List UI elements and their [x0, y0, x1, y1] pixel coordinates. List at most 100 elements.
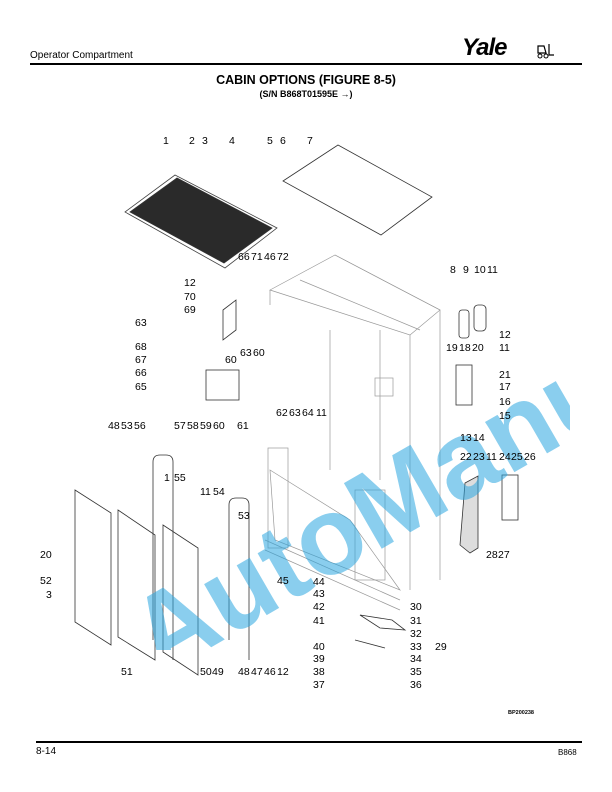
callout-c4: 4 — [229, 135, 235, 147]
callout-c53b: 53 — [238, 510, 250, 522]
callout-c38: 38 — [313, 666, 325, 678]
callout-c68: 68 — [135, 341, 147, 353]
callout-c19: 19 — [446, 342, 458, 354]
callout-c51: 51 — [121, 666, 133, 678]
callout-c42: 42 — [313, 601, 325, 613]
callout-c12c: 12 — [277, 666, 289, 678]
fan-housing-part — [205, 369, 240, 401]
callout-c46a: 46 — [264, 251, 276, 263]
callout-c20a: 20 — [472, 342, 484, 354]
callout-c41: 41 — [313, 615, 325, 627]
callout-c1b: 1 — [164, 472, 170, 484]
door-panel-middle — [117, 509, 156, 661]
callout-c9: 9 — [463, 264, 469, 276]
callout-c60a: 60 — [253, 347, 265, 359]
door-frame-left — [152, 454, 174, 660]
callout-c35: 35 — [410, 666, 422, 678]
callout-c52: 52 — [40, 575, 52, 587]
callout-c65: 65 — [135, 381, 147, 393]
callout-c2: 2 — [189, 135, 195, 147]
drawing-id: BP200238 — [508, 710, 534, 716]
callout-c36: 36 — [410, 679, 422, 691]
wiper-assembly-part — [359, 614, 407, 631]
callout-c1: 1 — [163, 135, 169, 147]
callout-c14: 14 — [473, 432, 485, 444]
callout-c66a: 66 — [238, 251, 250, 263]
callout-c63c: 63 — [289, 407, 301, 419]
callout-c28: 28 — [486, 549, 498, 561]
callout-c60c: 60 — [213, 420, 225, 432]
light-lens-part — [222, 299, 237, 341]
callout-c63b: 63 — [240, 347, 252, 359]
cab-frame-part — [264, 254, 441, 611]
callout-c23: 23 — [473, 451, 485, 463]
callout-c44: 44 — [313, 576, 325, 588]
callout-c66b: 66 — [135, 367, 147, 379]
callout-c11e: 11 — [200, 486, 211, 498]
callout-c11d: 11 — [486, 451, 497, 463]
callout-c43: 43 — [313, 588, 325, 600]
callout-c21: 21 — [499, 369, 511, 381]
callout-c39: 39 — [313, 653, 325, 665]
callout-c16: 16 — [499, 396, 511, 408]
section-title: Operator Compartment — [30, 50, 133, 61]
callout-c27: 27 — [498, 549, 510, 561]
callout-c40: 40 — [313, 641, 325, 653]
seal-part — [458, 309, 470, 339]
door-panel-right — [162, 524, 199, 676]
page-number: 8-14 — [36, 746, 57, 757]
callout-c48b: 48 — [238, 666, 250, 678]
callout-c18: 18 — [459, 342, 471, 354]
callout-c63a: 63 — [135, 317, 147, 329]
callout-c8: 8 — [450, 264, 456, 276]
callout-c30: 30 — [410, 601, 422, 613]
callout-c7: 7 — [307, 135, 313, 147]
callout-c59: 59 — [200, 420, 212, 432]
callout-c32: 32 — [410, 628, 422, 640]
callout-c3b: 3 — [46, 589, 52, 601]
callout-c64: 64 — [302, 407, 314, 419]
callout-c48a: 48 — [108, 420, 120, 432]
callout-c11b: 11 — [487, 264, 498, 276]
mirror-part — [455, 364, 473, 406]
callout-c67: 67 — [135, 354, 147, 366]
callout-c46b: 46 — [264, 666, 276, 678]
callout-c31: 31 — [410, 615, 422, 627]
callout-c20b: 20 — [40, 549, 52, 561]
callout-c47: 47 — [251, 666, 263, 678]
door-frame-right — [228, 497, 250, 660]
footer-divider — [36, 741, 582, 743]
roof-panel-part — [282, 144, 433, 236]
callout-c13: 13 — [460, 432, 472, 444]
brand-logo: Yale — [462, 34, 507, 61]
callout-c61: 61 — [237, 420, 249, 432]
callout-c53a: 53 — [121, 420, 133, 432]
callout-c70: 70 — [184, 291, 196, 303]
callout-c25: 25 — [511, 451, 523, 463]
figure-subtitle: (S/N B868T01595E →) — [259, 89, 353, 99]
callout-c26: 26 — [524, 451, 536, 463]
callout-c12a: 12 — [184, 277, 196, 289]
header-divider — [30, 63, 582, 65]
callout-c37: 37 — [313, 679, 325, 691]
callout-c5: 5 — [267, 135, 273, 147]
callout-c12b: 12 — [499, 329, 511, 341]
display-module-part — [459, 475, 479, 554]
callout-c55: 55 — [174, 472, 186, 484]
bracket-plate-part — [501, 474, 519, 521]
callout-c10: 10 — [474, 264, 486, 276]
callout-c71: 71 — [251, 251, 263, 263]
callout-c49: 49 — [212, 666, 224, 678]
callout-c62: 62 — [276, 407, 288, 419]
callout-c33: 33 — [410, 641, 422, 653]
forklift-icon — [537, 44, 554, 59]
callout-c11a: 11 — [316, 407, 327, 419]
callout-c54: 54 — [213, 486, 225, 498]
door-panel-left — [74, 489, 112, 646]
callout-c34: 34 — [410, 653, 422, 665]
callout-c24: 24 — [499, 451, 511, 463]
callout-c56: 56 — [134, 420, 146, 432]
callout-c57: 57 — [174, 420, 186, 432]
callout-c17: 17 — [499, 381, 511, 393]
